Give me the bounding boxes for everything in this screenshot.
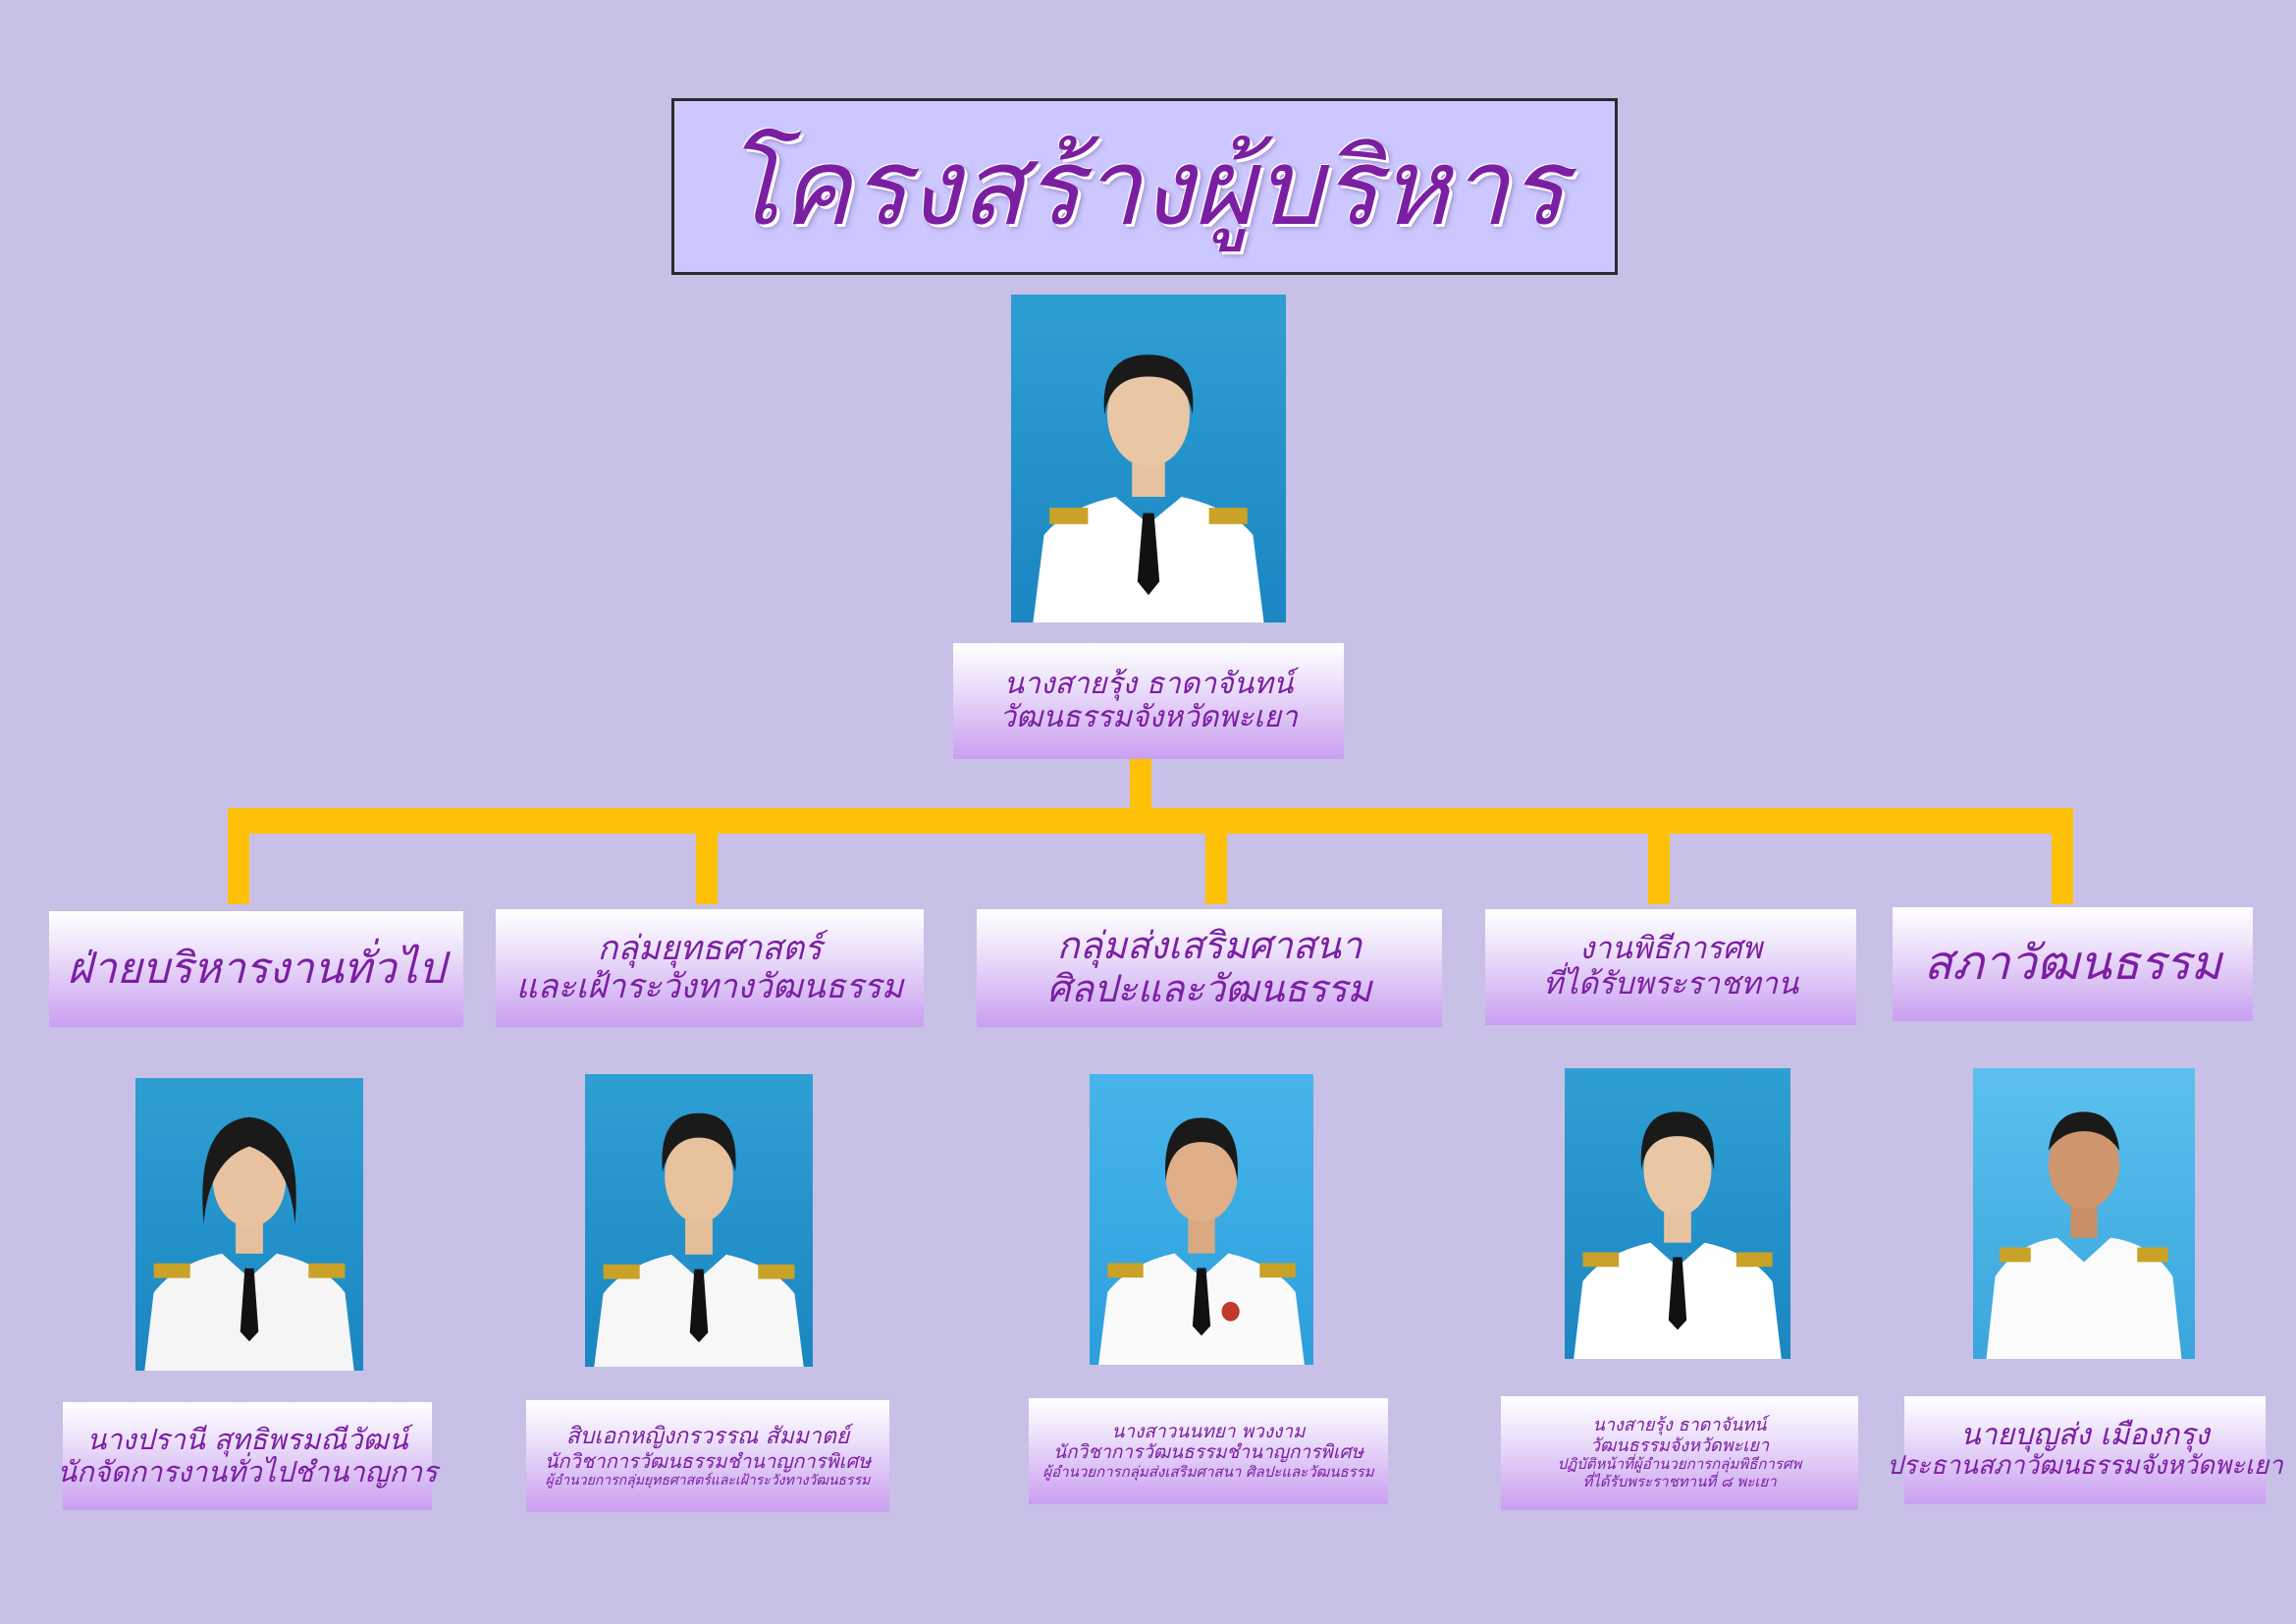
- department-line: ศิลปะและวัฒนธรรม: [1046, 967, 1372, 1010]
- staff-position: วัฒนธรรมจังหวัดพะเยา: [1589, 1435, 1770, 1456]
- connector-bar: [228, 808, 2073, 834]
- portrait-photo-icon: [594, 1112, 804, 1367]
- staff-photo: [585, 1074, 813, 1367]
- staff-name: นางสายรุ้ง ธาดาจันทน์: [1592, 1415, 1767, 1436]
- department-line: ที่ได้รับพระราชทาน: [1542, 966, 1799, 1001]
- connector-drop: [1648, 834, 1670, 904]
- connector-drop: [696, 834, 718, 904]
- staff-label: นางปรานี สุทธิพรมณีวัฒน์ นักจัดการงานทั่…: [57, 1402, 438, 1510]
- staff-position: ผู้อำนวยการกลุ่มส่งเสริมศาสนา ศิลปะและวั…: [1042, 1463, 1374, 1482]
- staff-name: นางสาวนนทยา พวงงาม: [1111, 1420, 1306, 1442]
- staff-name: นางปรานี สุทธิพรมณีวัฒน์: [86, 1422, 408, 1456]
- department-line: สภาวัฒนธรรม: [1923, 936, 2222, 992]
- department-box: งานพิธีการศพ ที่ได้รับพระราชทาน: [1485, 909, 1856, 1025]
- portrait-photo-icon: [144, 1116, 354, 1371]
- staff-photo: [1090, 1074, 1313, 1365]
- portrait-photo-icon: [1033, 354, 1264, 623]
- staff-photo: [135, 1078, 363, 1371]
- department-box: ฝ่ายบริหารงานทั่วไป: [49, 911, 463, 1027]
- director-photo: [1011, 295, 1286, 623]
- staff-label: นางสาวนนทยา พวงงาม นักวิชาการวัฒนธรรมชำน…: [1029, 1398, 1388, 1504]
- staff-position: นักจัดการงานทั่วไปชำนาญการ: [57, 1455, 438, 1489]
- department-line: กลุ่มส่งเสริมศาสนา: [1056, 924, 1362, 968]
- staff-position: ผู้อำนวยการกลุ่มยุทธศาสตร์และเฝ้าระวังทา…: [545, 1472, 871, 1489]
- staff-label: สิบเอกหญิงกรวรรณ สัมมาตย์ นักวิชาการวัฒน…: [526, 1400, 889, 1512]
- connector-trunk: [1130, 759, 1151, 808]
- department-line: และเฝ้าระวังทางวัฒนธรรม: [515, 967, 904, 1006]
- staff-position: ที่ได้รับพระราชทานที่ ๘ พะเยา: [1582, 1472, 1777, 1490]
- staff-photo: [1565, 1068, 1790, 1359]
- department-line: งานพิธีการศพ: [1578, 931, 1763, 967]
- connector-drop: [2052, 834, 2073, 904]
- department-line: ฝ่ายบริหารงานทั่วไป: [67, 943, 446, 994]
- staff-label: นางสายรุ้ง ธาดาจันทน์ วัฒนธรรมจังหวัดพะเ…: [1501, 1396, 1858, 1510]
- department-box: กลุ่มส่งเสริมศาสนา ศิลปะและวัฒนธรรม: [977, 909, 1442, 1027]
- director-name: นางสายรุ้ง ธาดาจันทน์: [1003, 666, 1294, 701]
- connector-drop: [228, 834, 249, 904]
- department-box: สภาวัฒนธรรม: [1893, 907, 2253, 1021]
- staff-position: ปฏิบัติหน้าที่ผู้อำนวยการกลุ่มพิธีการศพ: [1557, 1455, 1802, 1474]
- staff-position: นักวิชาการวัฒนธรรมชำนาญการพิเศษ: [1053, 1441, 1363, 1464]
- staff-name: นายบุญส่ง เมืองกรุง: [1960, 1417, 2210, 1452]
- staff-position: นักวิชาการวัฒนธรรมชำนาญการพิเศษ: [544, 1448, 872, 1473]
- staff-label: นายบุญส่ง เมืองกรุง ประธานสภาวัฒนธรรมจัง…: [1887, 1396, 2283, 1504]
- director-label: นางสายรุ้ง ธาดาจันทน์ วัฒนธรรมจังหวัดพะเ…: [953, 643, 1344, 759]
- portrait-photo-icon: [1098, 1117, 1305, 1365]
- department-box: กลุ่มยุทธศาสตร์ และเฝ้าระวังทางวัฒนธรรม: [496, 909, 924, 1027]
- staff-position: ประธานสภาวัฒนธรรมจังหวัดพะเยา: [1887, 1451, 2283, 1482]
- title-box: โครงสร้างผู้บริหาร: [671, 98, 1618, 275]
- director-position: วัฒนธรรมจังหวัดพะเยา: [999, 700, 1298, 734]
- portrait-photo-icon: [1986, 1111, 2182, 1359]
- connector-drop: [1205, 834, 1227, 904]
- portrait-photo-icon: [1574, 1111, 1782, 1359]
- department-line: กลุ่มยุทธศาสตร์: [597, 928, 823, 968]
- staff-photo: [1973, 1068, 2195, 1359]
- page-title: โครงสร้างผู้บริหาร: [723, 127, 1566, 249]
- staff-name: สิบเอกหญิงกรวรรณ สัมมาตย์: [565, 1424, 850, 1450]
